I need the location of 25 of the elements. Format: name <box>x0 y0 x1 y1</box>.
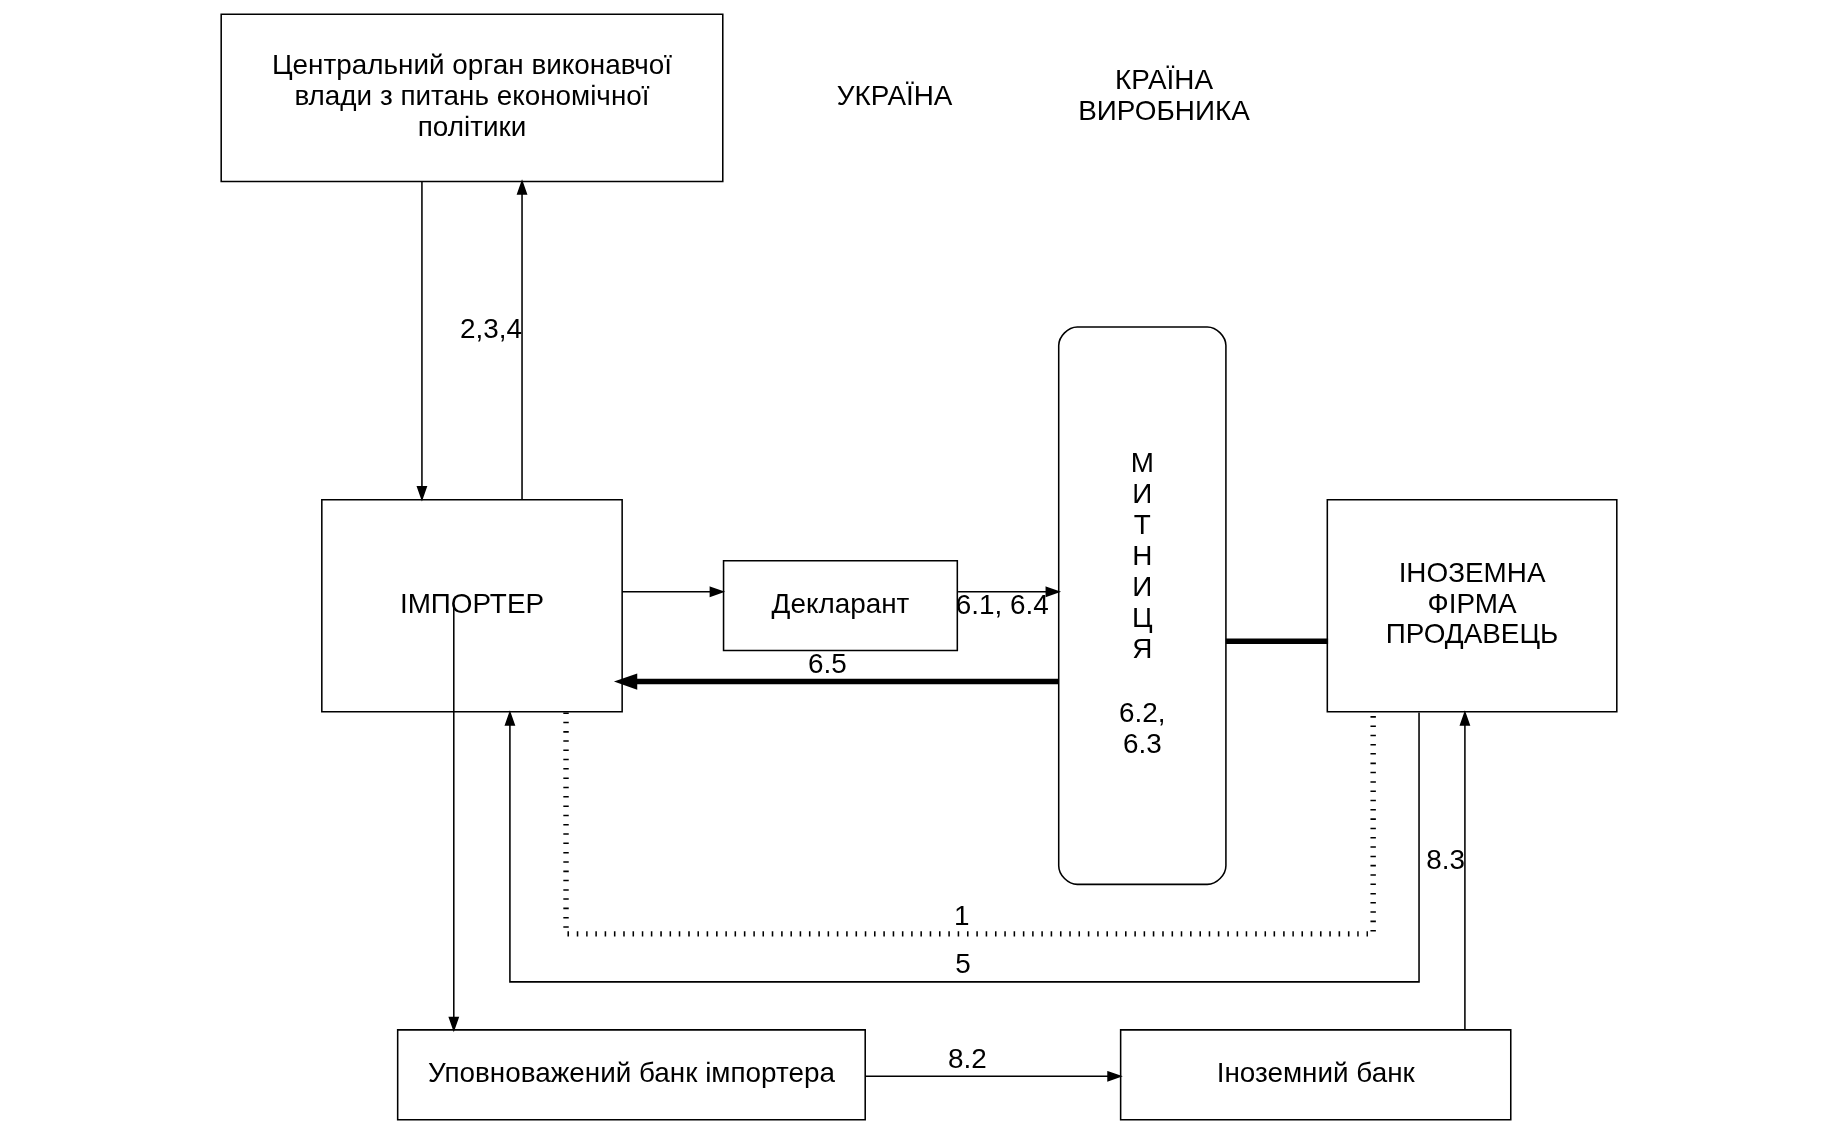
arrow <box>620 586 725 598</box>
node-box: Центральний орган виконавчої влади з питань економічної політики <box>219 13 724 183</box>
node-box: М И Т Н И Ц Я 6.2, 6.3 <box>1057 326 1227 886</box>
node-box: Декларант <box>722 560 958 652</box>
edge-label: 8.2 <box>947 1042 987 1074</box>
label: УКРАЇНА <box>836 79 952 111</box>
node-box: ІМПОРТЕР <box>320 498 623 713</box>
node-box: ІНОЗЕМНА ФІРМА ПРОДАВЕЦЬ <box>1326 498 1618 713</box>
arrow <box>504 710 1420 983</box>
edge-label: 5 <box>954 948 971 980</box>
arrow <box>447 604 459 1033</box>
connector <box>562 712 1376 937</box>
label: КРАЇНА ВИРОБНИКА <box>1077 64 1250 127</box>
arrow <box>864 1070 1123 1082</box>
arrow <box>613 673 1059 690</box>
arrow <box>516 179 527 501</box>
edge-label: 6.1, 6.4 <box>955 589 1049 621</box>
edge-label: 1 <box>953 900 970 932</box>
arrow <box>416 181 427 502</box>
node-box: Уповноважений банк імпортера <box>396 1029 866 1121</box>
connector <box>1225 638 1328 644</box>
edge-label: 8.3 <box>1425 843 1465 875</box>
arrow <box>1458 710 1470 1031</box>
arrow <box>956 586 1061 598</box>
node-box: Іноземний банк <box>1119 1029 1512 1121</box>
